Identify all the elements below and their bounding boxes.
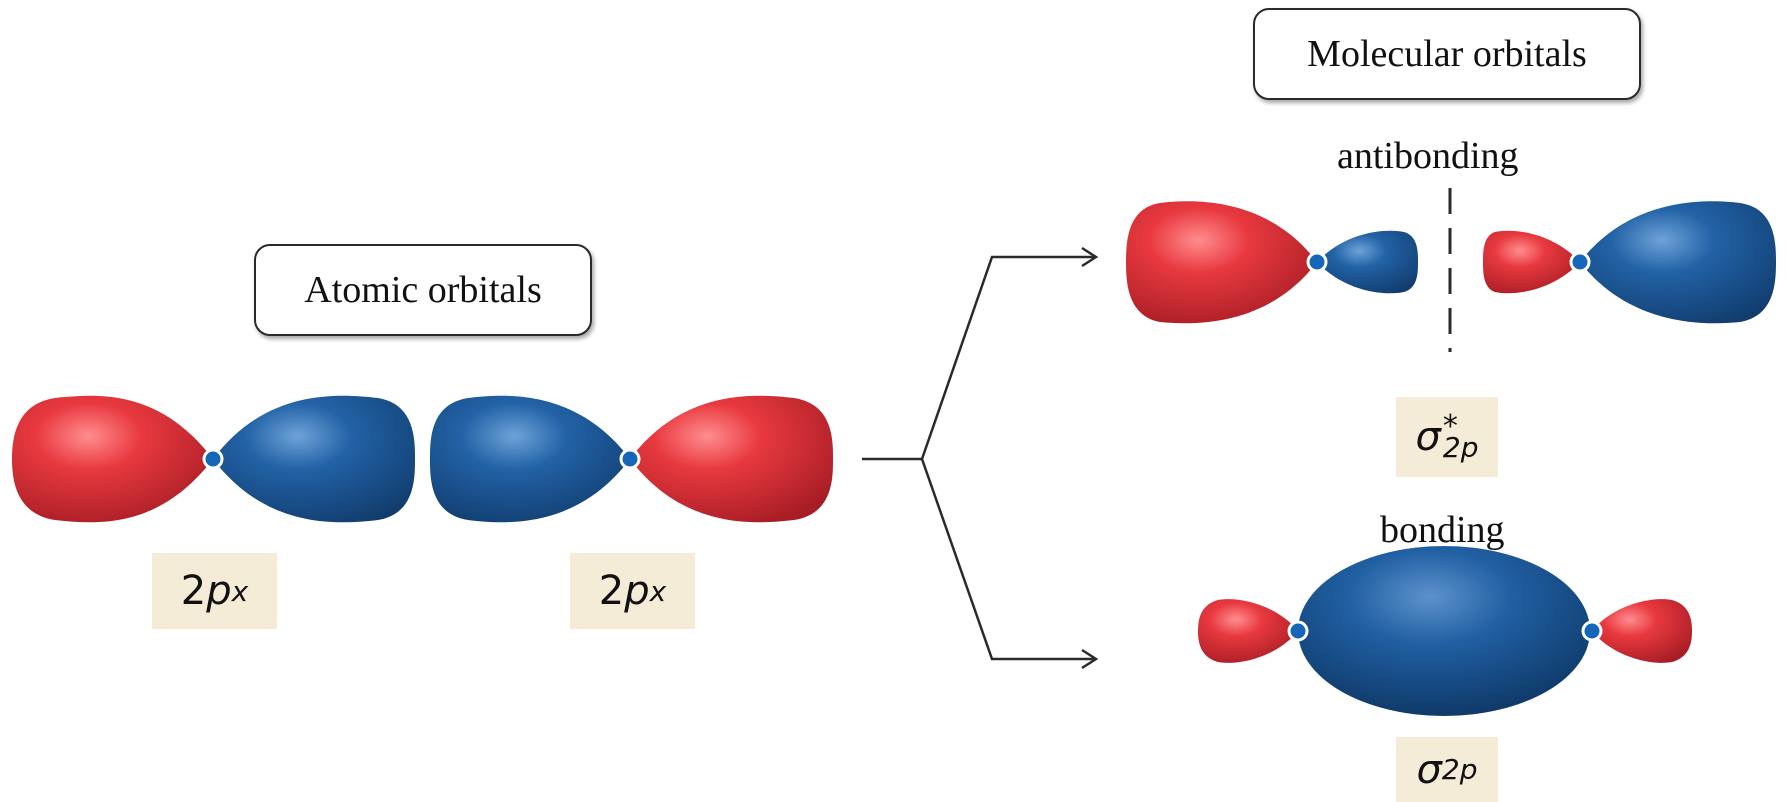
nucleus-dot xyxy=(1581,620,1603,642)
arrow-lower-head xyxy=(1081,648,1099,670)
nucleus-dot xyxy=(1569,251,1591,273)
atomic-orbital-right xyxy=(430,395,833,523)
nucleus-dot xyxy=(1287,620,1309,642)
blue-lobe-large xyxy=(1580,201,1776,324)
molecular-orbitals-title-text: Molecular orbitals xyxy=(1307,33,1587,75)
red-lobe xyxy=(630,395,833,523)
bonding-orbital xyxy=(1198,546,1692,716)
label-variable: p xyxy=(624,568,650,614)
atomic-orbital-left xyxy=(12,395,415,523)
label-superscript-star: * xyxy=(1442,409,1458,444)
blue-lobe xyxy=(430,395,630,523)
atomic-orbitals-title-text: Atomic orbitals xyxy=(304,269,542,311)
arrow-upper-head xyxy=(1081,246,1099,268)
red-lobe-left xyxy=(1198,599,1298,663)
label-subscript: x xyxy=(231,574,249,608)
nucleus-dot xyxy=(619,448,641,470)
molecular-orbitals-title: Molecular orbitals xyxy=(1253,8,1641,100)
blue-lobe xyxy=(213,395,415,523)
arrow-upper xyxy=(920,255,1095,460)
nucleus-dot xyxy=(202,448,224,470)
nucleus-dot xyxy=(1306,251,1328,273)
arrow-lower xyxy=(920,458,1095,661)
blue-lobe-small xyxy=(1317,230,1418,294)
sigma-symbol: σ xyxy=(1415,414,1441,460)
antibonding-orbital xyxy=(1126,188,1776,352)
red-lobe-large xyxy=(1126,201,1317,324)
label-subscript: x xyxy=(649,574,667,608)
atomic-orbitals-title: Atomic orbitals xyxy=(254,244,592,336)
blue-bonding-lobe xyxy=(1298,546,1590,716)
red-lobe-right xyxy=(1592,599,1692,663)
label-number: 2 xyxy=(180,568,207,614)
bonding-word: bonding xyxy=(1380,509,1505,551)
red-lobe-small xyxy=(1483,230,1580,294)
red-lobe xyxy=(12,395,213,523)
label-number: 2 xyxy=(598,568,625,614)
splitting-arrows xyxy=(862,246,1099,670)
label-subscript: 2p xyxy=(1442,431,1479,464)
label-subscript: 2p xyxy=(1441,753,1478,786)
sigma-symbol: σ xyxy=(1416,746,1442,793)
label-variable: p xyxy=(206,568,232,614)
antibonding-label: σ*2p xyxy=(1396,397,1498,477)
antibonding-word: antibonding xyxy=(1337,135,1519,177)
